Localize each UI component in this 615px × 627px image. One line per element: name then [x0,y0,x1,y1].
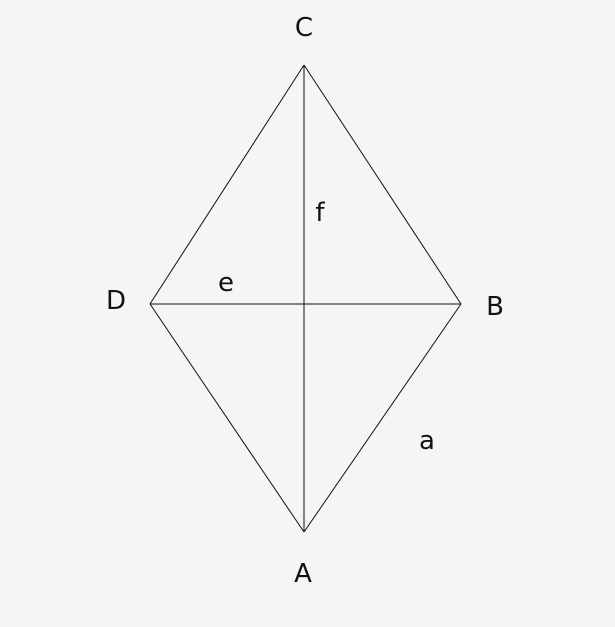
diagonal-label-e: e [218,268,234,298]
vertex-label-b: B [486,292,504,322]
diagonal-label-f: f [315,198,325,228]
side-ad [149,303,305,533]
vertex-label-d: D [106,286,126,316]
vertex-label-a: A [294,559,312,589]
side-ba [303,303,462,533]
side-label-a: a [419,426,435,456]
side-cb [303,64,462,305]
vertex-label-c: C [295,13,313,43]
side-dc [149,64,305,305]
